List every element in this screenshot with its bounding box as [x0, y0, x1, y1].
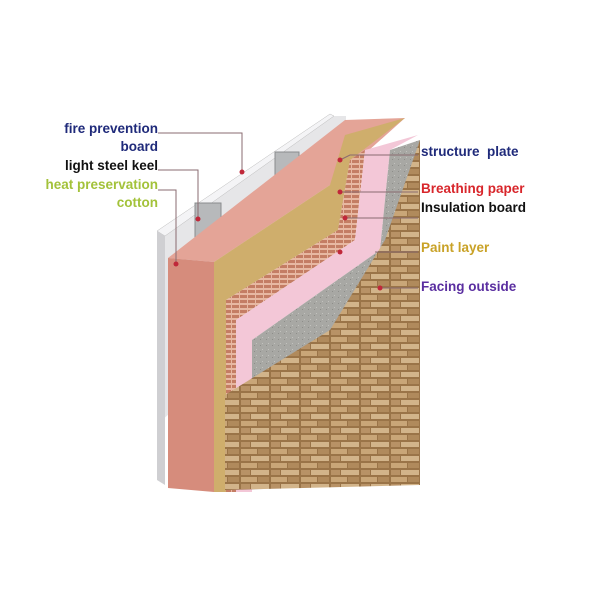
label-light-steel-keel: light steel keel [64, 158, 158, 173]
label-structure-plate: structure plate [421, 144, 519, 159]
insulation-board-layer [236, 135, 418, 492]
label-fire-prevention-board-line2: board [120, 139, 158, 154]
label-heat-preservation-cotton-line2: cotton [116, 195, 158, 210]
label-fire-prevention-board: fire prevention [64, 121, 158, 136]
facing-outside-stone [225, 140, 420, 490]
heat-preservation-cotton-front [168, 258, 214, 492]
leader-lines [158, 132, 418, 289]
label-breathing-paper: Breathing paper [421, 181, 525, 196]
fire-prevention-board-front [157, 231, 165, 485]
label-facing-outside: Facing outside [421, 279, 517, 294]
label-heat-preservation-cotton: heat preservation [45, 177, 158, 192]
label-insulation-board: Insulation board [421, 200, 527, 215]
marker-dots [173, 157, 383, 291]
label-paint-layer: Paint layer [421, 240, 490, 255]
